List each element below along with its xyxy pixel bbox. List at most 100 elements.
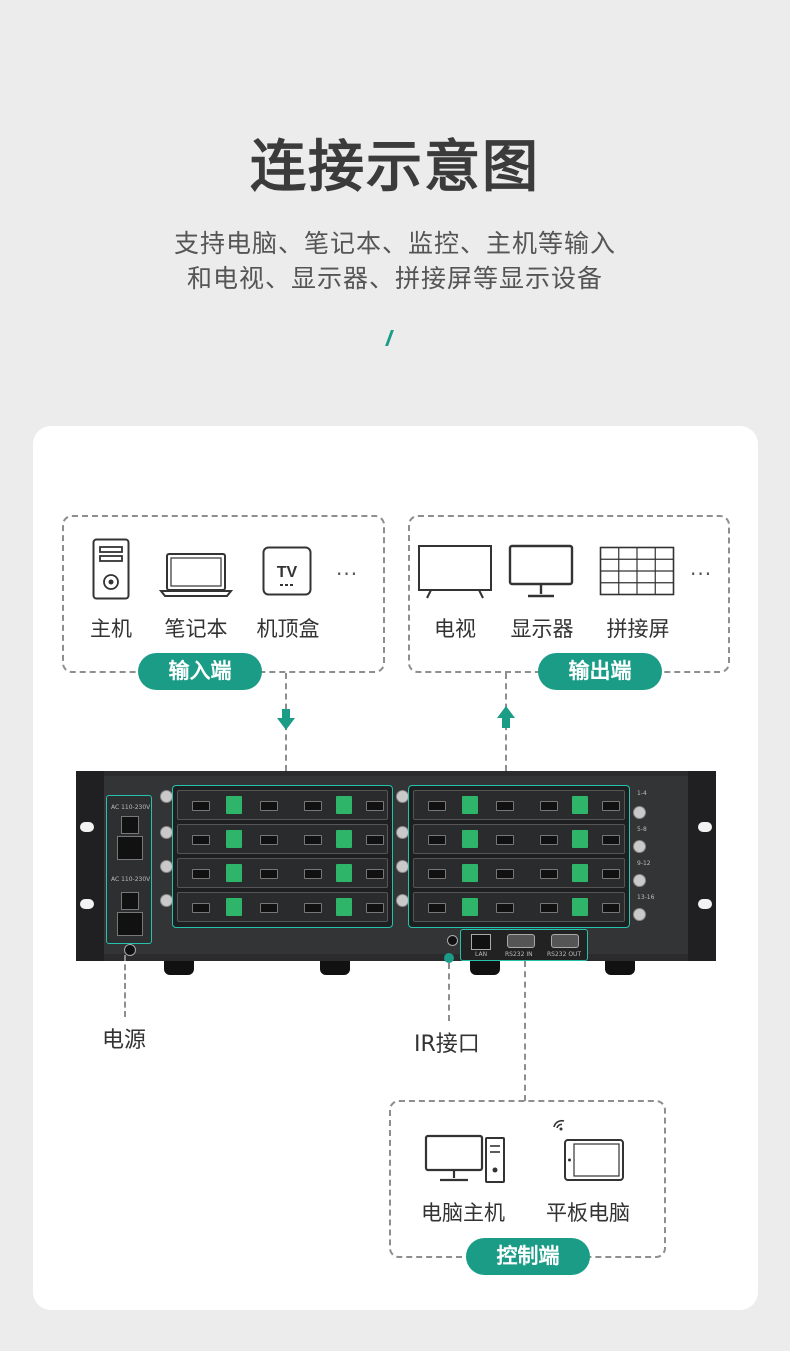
chassis-foot (320, 961, 350, 975)
input-pill: 输入端 (138, 653, 262, 690)
input-card-group (172, 785, 393, 928)
input-item-label: 主机 (90, 617, 132, 641)
pc-tower-icon (92, 538, 130, 600)
hdmi-port (428, 903, 446, 913)
hdmi-port (366, 903, 384, 913)
hdmi-port (540, 835, 558, 845)
audio-terminal (572, 796, 588, 814)
input-item-label: 笔记本 (164, 617, 228, 641)
ground-terminal (124, 944, 136, 956)
power-supply-module: AC 110-230V AC 110-230V (106, 795, 152, 944)
channel-range-label: 9-12 (637, 860, 651, 867)
hdmi-port (304, 835, 322, 845)
ir-label: IR接口 (414, 1032, 480, 1057)
ir-port (447, 935, 458, 946)
down-arrow-icon (277, 709, 295, 730)
hdmi-port (540, 801, 558, 811)
audio-terminal (336, 864, 352, 882)
lan-port-label: LAN (475, 951, 488, 958)
chassis-foot (605, 961, 635, 975)
output-card-row (413, 858, 625, 888)
screw-knob (633, 806, 646, 819)
rack-ear-right (688, 771, 716, 961)
power-socket (117, 912, 143, 936)
hdmi-port (602, 869, 620, 879)
audio-terminal (336, 830, 352, 848)
audio-terminal (572, 830, 588, 848)
hdmi-port (304, 903, 322, 913)
control-pill: 控制端 (466, 1238, 590, 1275)
hdmi-port (540, 903, 558, 913)
hdmi-port (192, 801, 210, 811)
hdmi-port (192, 869, 210, 879)
page-title: 连接示意图 (250, 135, 540, 200)
audio-terminal (462, 864, 478, 882)
channel-range-label: 5-8 (637, 826, 647, 833)
input-card-row (177, 790, 388, 820)
tv-icon (418, 545, 492, 599)
psu-voltage-label: AC 110-230V (111, 804, 151, 811)
audio-terminal (462, 830, 478, 848)
channel-range-label: 1-4 (637, 790, 647, 797)
rack-mount-hole (80, 899, 94, 909)
output-card-row (413, 824, 625, 854)
hdmi-port (304, 869, 322, 879)
chassis-foot (164, 961, 194, 975)
control-connector-line (524, 961, 526, 1101)
screw-knob (633, 874, 646, 887)
channel-range-label: 13-16 (637, 894, 655, 901)
hdmi-port (366, 869, 384, 879)
output-card-row (413, 892, 625, 922)
hdmi-port (304, 801, 322, 811)
rs232-out-port (551, 934, 579, 948)
psu-voltage-label: AC 110-230V (111, 876, 151, 883)
power-socket (117, 836, 143, 860)
accent-slash (385, 330, 394, 346)
laptop-icon (159, 553, 233, 597)
hdmi-port (192, 835, 210, 845)
subtitle-line-1: 支持电脑、笔记本、监控、主机等输入 (173, 229, 616, 258)
desktop-computer-icon (424, 1134, 505, 1183)
input-item-label: 机顶盒 (256, 617, 320, 641)
page-subtitle: 支持电脑、笔记本、监控、主机等输入 和电视、显示器、拼接屏等显示设备 (0, 226, 790, 296)
power-label: 电源 (102, 1028, 147, 1053)
hdmi-port (602, 801, 620, 811)
up-arrow-icon (497, 706, 515, 728)
control-port-panel: LAN RS232 IN RS232 OUT (460, 929, 588, 961)
more-inputs-ellipsis: ··· (336, 562, 359, 586)
hdmi-port (366, 801, 384, 811)
power-switch (121, 816, 139, 834)
hdmi-port (496, 869, 514, 879)
screw-knob (633, 908, 646, 921)
output-item-label: 电视 (434, 617, 476, 641)
more-outputs-ellipsis: ··· (690, 562, 713, 586)
hdmi-port (602, 835, 620, 845)
output-item-label: 显示器 (510, 617, 574, 641)
hdmi-port (192, 903, 210, 913)
control-item-label: 电脑主机 (421, 1201, 505, 1225)
rack-ear-left (76, 771, 104, 961)
chassis-foot (470, 961, 500, 975)
rs232-in-port (507, 934, 535, 948)
hdmi-port (428, 869, 446, 879)
rs232-out-label: RS232 OUT (547, 951, 582, 958)
control-item-label: 平板电脑 (546, 1201, 630, 1225)
hdmi-port (496, 903, 514, 913)
screw-knob (633, 840, 646, 853)
output-pill: 输出端 (538, 653, 662, 690)
hdmi-port (428, 835, 446, 845)
hdmi-port (602, 903, 620, 913)
hdmi-port (260, 801, 278, 811)
svg-text:TV: TV (277, 564, 298, 581)
hdmi-port (540, 869, 558, 879)
ir-marker-dot (444, 953, 454, 963)
subtitle-line-2: 和电视、显示器、拼接屏等显示设备 (186, 264, 603, 293)
audio-terminal (336, 796, 352, 814)
input-card-row (177, 892, 388, 922)
audio-terminal (572, 898, 588, 916)
output-item-label: 拼接屏 (606, 617, 670, 641)
rack-mount-hole (698, 822, 712, 832)
input-card-row (177, 824, 388, 854)
input-card-row (177, 858, 388, 888)
audio-terminal (336, 898, 352, 916)
